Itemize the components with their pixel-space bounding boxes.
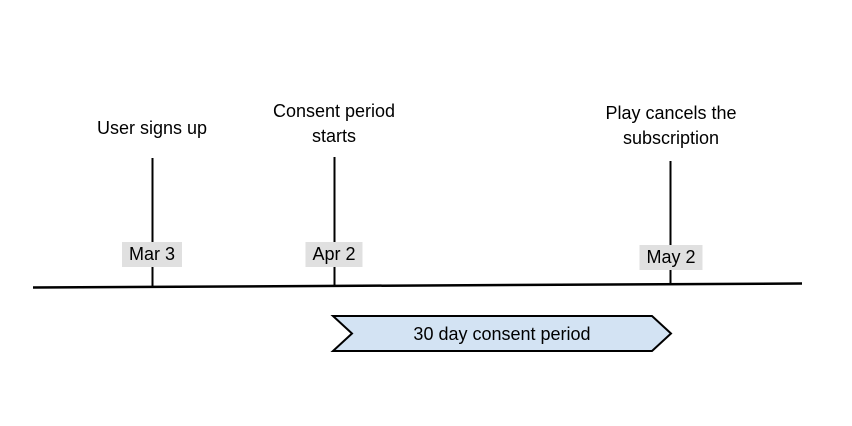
period-arrow-shape xyxy=(330,315,673,352)
event-title-play-cancels-subscription: Play cancels the subscription xyxy=(605,103,737,148)
event-date-badge-apr-2: Apr 2 xyxy=(305,242,363,267)
event-title-user-signs-up: User signs up xyxy=(96,118,208,138)
period-arrow-label: 30 day consent period xyxy=(413,324,591,344)
event-title-consent-period-starts: Consent period starts xyxy=(272,101,396,146)
timeline-axis xyxy=(32,282,803,289)
event-date-badge-may-2: May 2 xyxy=(639,245,703,270)
event-date-badge-mar-3: Mar 3 xyxy=(121,242,183,267)
